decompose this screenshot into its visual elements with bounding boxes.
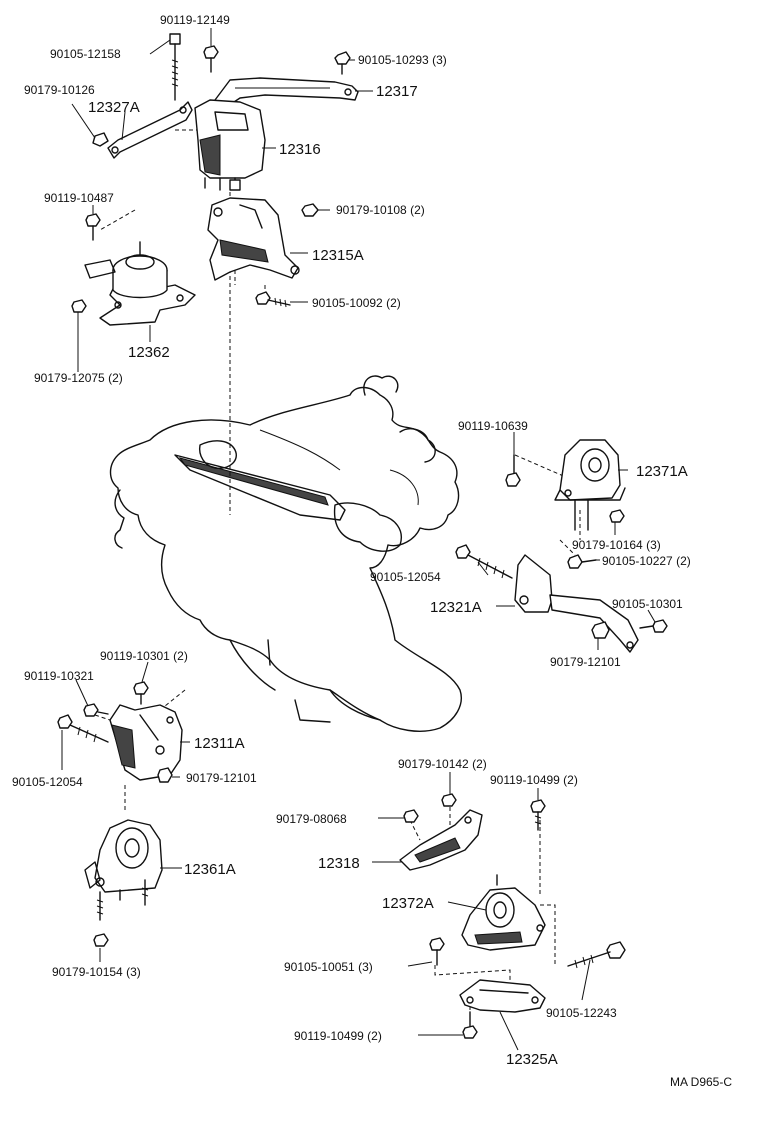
bolt-90105-10301 (639, 619, 668, 633)
label-90119-10499-top: 90119-10499 (2) (490, 773, 578, 787)
part-labels: 90119-12149 90105-12158 90105-10293 (3) … (12, 13, 732, 1089)
mount-12361a (84, 819, 163, 921)
label-90119-10639: 90119-10639 (458, 419, 528, 433)
label-12315a: 12315A (312, 247, 364, 264)
label-90105-10293: 90105-10293 (3) (358, 53, 447, 67)
label-12317: 12317 (376, 83, 418, 100)
leader-lines (61, 28, 656, 1051)
nut-90179-12101-right (591, 621, 610, 639)
nut-90179-10164 (609, 509, 625, 523)
label-90105-10227: 90105-10227 (2) (602, 554, 691, 568)
label-90179-10154: 90179-10154 (3) (52, 965, 141, 979)
label-12371a: 12371A (636, 463, 688, 480)
label-12362: 12362 (128, 344, 170, 361)
bracket-12316 (194, 99, 266, 191)
bolt-90119-10487 (85, 213, 101, 241)
label-12361a: 12361A (184, 861, 236, 878)
mount-12372a (461, 874, 546, 951)
label-90179-10126: 90179-10126 (24, 83, 95, 97)
bolt-90119-10499-top (530, 799, 546, 831)
bolt-90105-12243 (567, 941, 626, 969)
bracket-12321a (514, 554, 639, 653)
mount-12362 (84, 241, 196, 326)
bolt-90105-10227 (567, 554, 597, 569)
assembly-lines (94, 129, 581, 1010)
nut-90179-10126 (92, 132, 109, 147)
nut-90179-12075 (71, 299, 87, 313)
label-12327a: 12327A (88, 99, 140, 116)
label-12321a: 12321A (430, 599, 482, 616)
label-90105-10301: 90105-10301 (612, 597, 683, 611)
engine-block (109, 375, 462, 732)
bolt-90119-10499-bottom (462, 1011, 478, 1039)
label-90105-12054-right: 90105-12054 (370, 570, 441, 584)
label-90119-12149: 90119-12149 (160, 13, 230, 27)
bracket-12317 (214, 77, 359, 109)
nut-90179-08068 (403, 809, 419, 823)
label-90179-08068: 90179-08068 (276, 812, 347, 826)
bolt-90105-10092 (255, 291, 291, 308)
nut-90179-12101-left (157, 767, 173, 783)
label-90105-12158: 90105-12158 (50, 47, 121, 61)
bracket-12325a (459, 979, 546, 1013)
bolt-90119-10301 (133, 681, 149, 705)
bolt-90105-10051 (429, 937, 445, 966)
bracket-12311a (109, 704, 183, 781)
bolt-90105-10293 (334, 51, 351, 75)
label-90105-12054-left: 90105-12054 (12, 775, 83, 789)
bracket-12327a (107, 101, 193, 159)
mount-12371a (554, 439, 626, 531)
label-90179-10142: 90179-10142 (2) (398, 757, 487, 771)
label-90179-12075: 90179-12075 (2) (34, 371, 123, 385)
label-90119-10301: 90119-10301 (2) (100, 649, 188, 663)
label-90119-10321: 90119-10321 (24, 669, 94, 683)
label-90105-12243: 90105-12243 (546, 1006, 617, 1020)
bolt-90105-12054-right (455, 544, 513, 579)
bolt-90105-12158 (169, 33, 181, 101)
nut-90179-10154 (93, 933, 109, 947)
label-90179-12101-left: 90179-12101 (186, 771, 257, 785)
bolt-90119-10639 (505, 454, 521, 487)
label-12372a: 12372A (382, 895, 434, 912)
bolt-90119-10321 (83, 703, 109, 717)
label-90105-10092: 90105-10092 (2) (312, 296, 401, 310)
label-12316: 12316 (279, 141, 321, 158)
bracket-12315a (207, 197, 300, 281)
label-90119-10499-bottom: 90119-10499 (2) (294, 1029, 382, 1043)
label-12318: 12318 (318, 855, 360, 872)
nut-90179-10142 (441, 793, 457, 807)
label-12311a: 12311A (194, 735, 245, 752)
bolt-90119-12149 (203, 45, 219, 73)
bracket-12318 (399, 809, 483, 871)
label-90179-12101-right: 90179-12101 (550, 655, 621, 669)
label-90179-10164: 90179-10164 (3) (572, 538, 661, 552)
drawing-reference: MA D965-C (670, 1075, 732, 1089)
label-90119-10487: 90119-10487 (44, 191, 114, 205)
bolt-90105-12054-left (57, 714, 109, 743)
nut-90179-10108 (301, 203, 319, 217)
label-90179-10108: 90179-10108 (2) (336, 203, 425, 217)
label-12325a: 12325A (506, 1051, 558, 1068)
label-90105-10051: 90105-10051 (3) (284, 960, 373, 974)
